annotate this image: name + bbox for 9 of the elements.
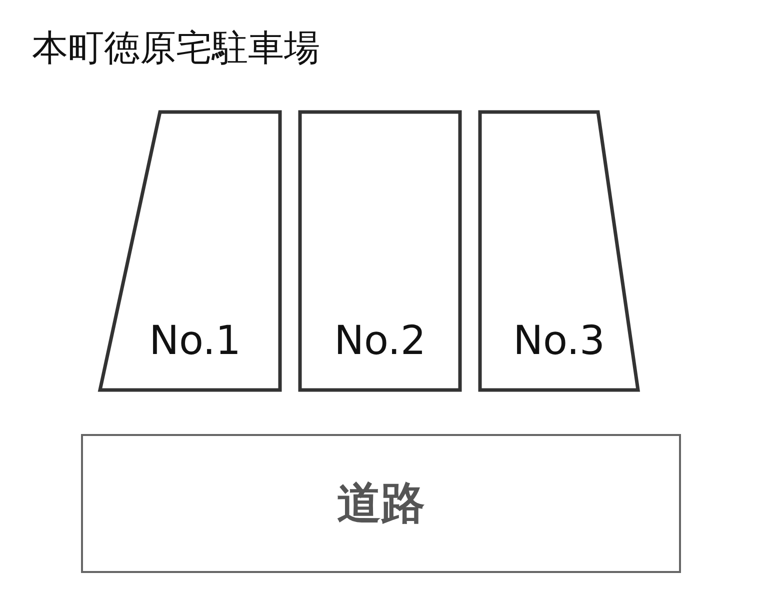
space-number: No.3 xyxy=(512,318,606,364)
space-number: No.1 xyxy=(148,318,242,364)
parking-space xyxy=(478,110,640,392)
plan-title: 本町徳原宅駐車場 xyxy=(32,27,320,71)
parking-space xyxy=(98,110,282,392)
space-number: No.2 xyxy=(333,318,427,364)
parking-space xyxy=(298,110,462,392)
road-label: 道路 xyxy=(336,477,426,531)
road-area xyxy=(81,434,681,573)
